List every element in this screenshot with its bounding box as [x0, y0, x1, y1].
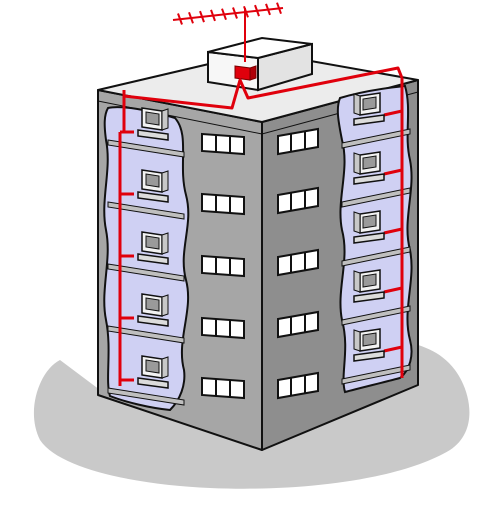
roof-equipment	[172, 2, 313, 92]
floor-slab	[341, 128, 411, 149]
computer-icon	[137, 355, 169, 389]
computer-icon	[137, 107, 169, 141]
distribution-box-side	[249, 65, 257, 81]
window-icon	[201, 254, 245, 278]
window-icon	[201, 132, 245, 156]
computer-monitor-side	[353, 93, 361, 116]
window-icon	[201, 316, 245, 340]
window-frame	[277, 310, 319, 339]
computer-monitor-side	[161, 108, 169, 131]
antenna-element	[221, 8, 227, 21]
window-frame	[201, 132, 245, 156]
floor-slab	[341, 305, 411, 326]
floor-slab	[107, 387, 185, 406]
left-computers	[137, 107, 169, 389]
network-cabling	[118, 66, 404, 386]
antenna-icon	[172, 2, 284, 62]
window-icon	[201, 376, 245, 400]
window-icon	[277, 127, 319, 156]
window-frame	[277, 371, 319, 400]
computer-icon	[353, 151, 385, 185]
computer-base	[137, 253, 169, 265]
computer-screen	[362, 273, 377, 288]
computer-screen	[145, 359, 160, 374]
computer-monitor-side	[161, 356, 169, 379]
window-frame	[277, 127, 319, 156]
floor-slab	[107, 201, 185, 220]
computer-icon	[137, 169, 169, 203]
computer-monitor-side	[353, 270, 361, 293]
floor-slab	[341, 187, 411, 208]
window-icon	[277, 310, 319, 339]
front-windows	[201, 132, 245, 400]
computer-monitor-side	[161, 232, 169, 255]
computer-base	[353, 232, 385, 244]
computer-base	[353, 291, 385, 303]
window-frame	[277, 186, 319, 215]
computer-monitor-side	[161, 170, 169, 193]
floor-slab	[107, 325, 185, 344]
computer-screen	[362, 96, 377, 111]
antenna-element	[177, 13, 183, 25]
computer-monitor-side	[353, 152, 361, 175]
window-frame	[201, 376, 245, 400]
computer-icon	[137, 293, 169, 327]
computer-base	[353, 173, 385, 185]
right-computers	[353, 92, 385, 362]
right-drop	[383, 227, 403, 235]
window-icon	[277, 248, 319, 277]
computer-base	[137, 191, 169, 203]
computer-screen	[362, 155, 377, 170]
window-frame	[201, 192, 245, 216]
antenna-element	[188, 11, 194, 24]
computer-screen	[145, 173, 160, 188]
window-frame	[201, 316, 245, 340]
antenna-element	[232, 7, 238, 19]
antenna-element	[210, 9, 216, 22]
computer-screen	[362, 332, 377, 347]
computer-monitor-side	[161, 294, 169, 317]
window-icon	[277, 371, 319, 400]
computer-base	[137, 315, 169, 327]
computer-screen	[145, 297, 160, 312]
right-drop	[383, 109, 403, 117]
ground-shadow	[33, 340, 470, 489]
computer-icon	[353, 210, 385, 244]
computer-screen	[362, 214, 377, 229]
computer-base	[353, 114, 385, 126]
window-frame	[201, 254, 245, 278]
floor-slab	[341, 246, 411, 267]
antenna-element	[276, 2, 282, 15]
computer-icon	[353, 92, 385, 126]
antenna-element	[265, 3, 271, 16]
computer-monitor-side	[353, 329, 361, 352]
antenna-element	[254, 4, 260, 17]
computer-icon	[353, 328, 385, 362]
computer-screen	[145, 111, 160, 126]
antenna-element	[243, 5, 249, 18]
distribution-box-icon	[234, 65, 251, 81]
window-icon	[277, 186, 319, 215]
right-drop	[383, 345, 403, 353]
computer-monitor-side	[353, 211, 361, 234]
computer-base	[137, 129, 169, 141]
window-icon	[201, 192, 245, 216]
right-drop	[383, 286, 403, 294]
computer-screen	[145, 235, 160, 250]
floor-slab	[341, 364, 411, 385]
computer-base	[137, 377, 169, 389]
computer-icon	[137, 231, 169, 265]
antenna-element	[199, 10, 205, 23]
side-windows	[277, 127, 319, 400]
ground-shadow-shape	[33, 340, 470, 489]
right-drop	[383, 168, 403, 176]
computer-base	[353, 350, 385, 362]
floor-slab	[107, 263, 185, 282]
window-frame	[277, 248, 319, 277]
floor-slab	[107, 139, 185, 158]
computer-icon	[353, 269, 385, 303]
